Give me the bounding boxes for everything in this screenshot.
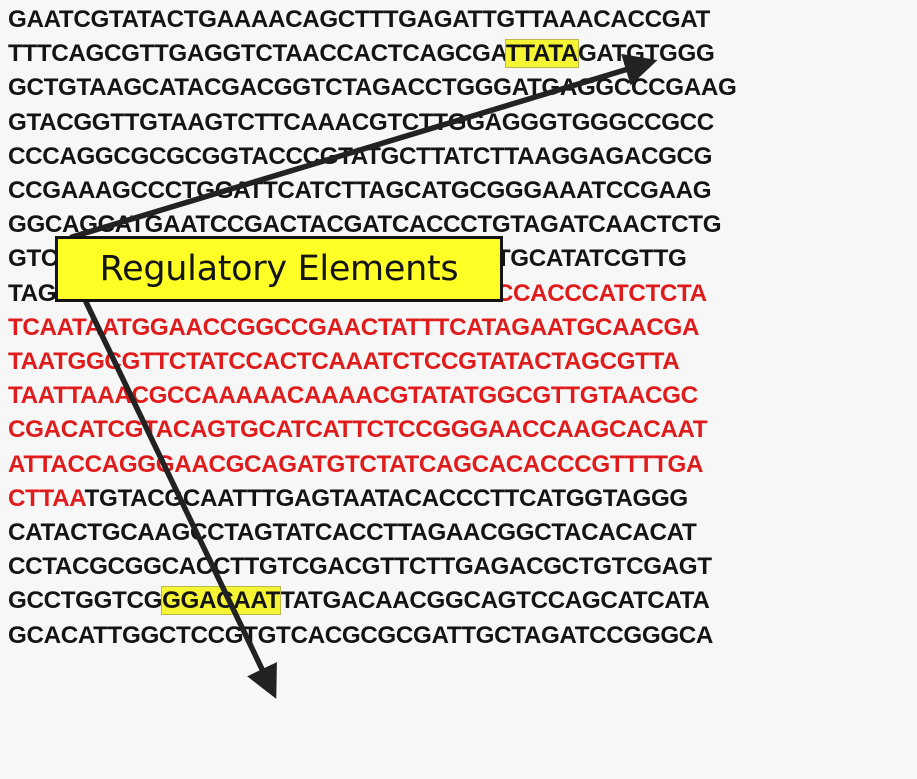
label-text: Regulatory Elements bbox=[99, 249, 459, 289]
coding-sequence-segment: TCAATAATGGAACCGGCCGAACTATTTCATAGAATGCAAC… bbox=[8, 313, 700, 341]
sequence-segment: TGTACGCAATTTGAGTAATACACCCTTCATGGTAGGG bbox=[84, 484, 689, 512]
sequence-segment: GCACATTGGCTCCGTGTCACGCGCGATTGCTAGATCCGGG… bbox=[8, 621, 714, 649]
sequence-segment: GCTGTAAGCATACGACGGTCTAGACCTGGGATGAGGCCCG… bbox=[8, 74, 737, 102]
sequence-line: TCAATAATGGAACCGGCCGAACTATTTCATAGAATGCAAC… bbox=[8, 311, 699, 345]
dna-sequence: GAATCGTATACTGAAAACAGCTTTGAGATTGTTAAACACC… bbox=[8, 0, 917, 779]
sequence-line: TAATGGCGTTCTATCCACTCAAATCTCCGTATACTAGCGT… bbox=[8, 345, 680, 379]
sequence-line: GCTGTAAGCATACGACGGTCTAGACCTGGGATGAGGCCCG… bbox=[8, 71, 737, 105]
sequence-segment: TTTCAGCGTTGAGGTCTAACCACTCAGCGA bbox=[8, 40, 506, 68]
sequence-segment: GGCAGCATGAATCCGACTACGATCACCCTGTAGATCAACT… bbox=[8, 211, 722, 239]
sequence-line: CGACATCGTACAGTGCATCATTCTCCGGGAACCAAGCACA… bbox=[8, 413, 708, 447]
sequence-segment: CATACTGCAAGCCTAGTATCACCTTAGAACGGCTACACAC… bbox=[8, 519, 697, 546]
sequence-segment: GTACGGTTGTAAGTCTTCAAACGTCTTGGAGGGTGGGCCG… bbox=[8, 108, 714, 136]
coding-sequence-segment: TAATGGCGTTCTATCCACTCAAATCTCCGTATACTAGCGT… bbox=[8, 348, 680, 375]
regulatory-elements-label: Regulatory Elements bbox=[55, 236, 503, 302]
sequence-line: TAATTAAACGCCAAAAACAAAACGTATATGGCGTTGTAAC… bbox=[8, 379, 698, 413]
coding-sequence-segment: CTTAA bbox=[8, 484, 85, 512]
sequence-line: TTTCAGCGTTGAGGTCTAACCACTCAGCGATTATAGATGT… bbox=[8, 37, 715, 71]
sequence-line: CCCAGGCGCGCGGTACCCGTATGCTTATCTTAAGGAGACG… bbox=[8, 140, 712, 174]
sequence-line: ATTACCAGGGAACGCAGATGTCTATCAGCACACCCGTTTT… bbox=[8, 448, 704, 482]
sequence-line: CCTACGCGGCACCTTGTCGACGTTCTTGAGACGCTGTCGA… bbox=[8, 550, 712, 584]
sequence-segment: GCCTGGTCG bbox=[8, 587, 163, 615]
sequence-segment: CCGAAAGCCCTGGATTCATCTTAGCATGCGGGAAATCCGA… bbox=[8, 177, 712, 204]
coding-sequence-segment: CGACATCGTACAGTGCATCATTCTCCGGGAACCAAGCACA… bbox=[8, 416, 708, 444]
sequence-line: GCACATTGGCTCCGTGTCACGCGCGATTGCTAGATCCGGG… bbox=[8, 619, 713, 653]
sequence-line: CATACTGCAAGCCTAGTATCACCTTAGAACGGCTACACAC… bbox=[8, 516, 697, 550]
sequence-line: CCGAAAGCCCTGGATTCATCTTAGCATGCGGGAAATCCGA… bbox=[8, 174, 712, 208]
coding-sequence-segment: ATTACCAGGGAACGCAGATGTCTATCAGCACACCCGTTTT… bbox=[8, 450, 704, 478]
sequence-line: GCCTGGTCGGGACAATTATGACAACGGCAGTCCAGCATCA… bbox=[8, 584, 710, 618]
sequence-segment: TATGACAACGGCAGTCCAGCATCATA bbox=[280, 587, 710, 615]
highlighted-motif: GGACAAT bbox=[161, 586, 282, 616]
highlighted-motif: TTATA bbox=[504, 39, 579, 69]
sequence-line: CTTAATGTACGCAATTTGAGTAATACACCCTTCATGGTAG… bbox=[8, 482, 688, 516]
sequence-segment: CCCAGGCGCGCGGTACCCGTATGCTTATCTTAAGGAGACG… bbox=[8, 142, 713, 170]
sequence-line: GAATCGTATACTGAAAACAGCTTTGAGATTGTTAAACACC… bbox=[8, 3, 710, 37]
sequence-segment: GATGTGGG bbox=[577, 40, 715, 68]
sequence-line: GTACGGTTGTAAGTCTTCAAACGTCTTGGAGGGTGGGCCG… bbox=[8, 106, 714, 140]
sequence-segment: GAATCGTATACTGAAAACAGCTTTGAGATTGTTAAACACC… bbox=[8, 6, 710, 33]
coding-sequence-segment: TAATTAAACGCCAAAAACAAAACGTATATGGCGTTGTAAC… bbox=[8, 382, 698, 410]
sequence-segment: CCTACGCGGCACCTTGTCGACGTTCTTGAGACGCTGTCGA… bbox=[8, 553, 712, 581]
